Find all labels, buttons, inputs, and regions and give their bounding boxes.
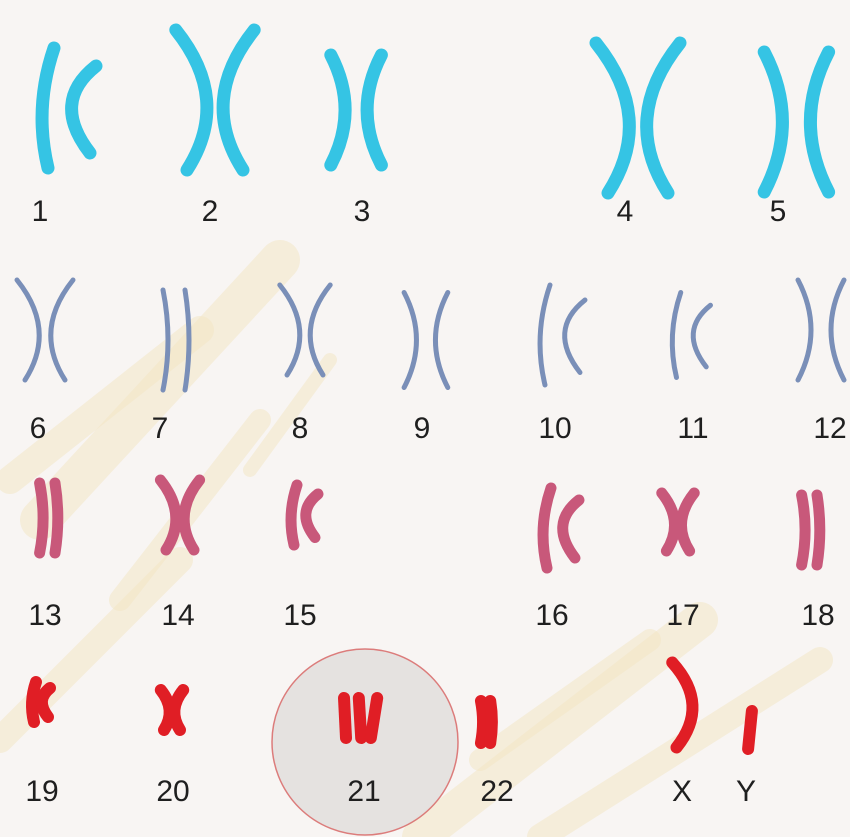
chromosome-label-19: 19 <box>2 774 82 810</box>
chromosome-6 <box>17 280 73 380</box>
chromatid <box>435 293 447 388</box>
chromatid <box>481 701 483 743</box>
chromosome-label-20: 20 <box>133 774 213 810</box>
chromosome-20 <box>161 690 183 730</box>
chromosome-10 <box>540 285 585 385</box>
chromosome-label-17: 17 <box>643 598 723 634</box>
chromatid <box>810 52 828 192</box>
chromosome-label-18: 18 <box>778 598 850 634</box>
chromatid <box>163 290 168 390</box>
chromosome-22 <box>481 701 492 743</box>
chromosome-11 <box>672 293 710 378</box>
chromatid <box>672 663 692 748</box>
chromatid <box>693 305 710 367</box>
chromosome-16 <box>543 488 579 568</box>
chromosome-label-7: 7 <box>120 411 200 447</box>
chromatid <box>371 698 377 738</box>
chromosome-label-2: 2 <box>170 194 250 230</box>
chromatid <box>802 495 806 565</box>
chromosome-label-14: 14 <box>138 598 218 634</box>
chromatid <box>176 30 207 170</box>
chromosome-label-3: 3 <box>322 194 402 230</box>
chromatid <box>51 280 73 380</box>
chromosome-label-5: 5 <box>738 194 818 230</box>
chromosome-label-11: 11 <box>653 411 733 447</box>
chromatid <box>748 711 752 749</box>
chromatid <box>42 48 54 168</box>
chromosome-3 <box>331 55 382 165</box>
chromosome-21 <box>344 698 377 738</box>
chromatid <box>596 43 629 193</box>
chromatid <box>306 494 318 538</box>
chromatid <box>563 500 579 558</box>
chromatid <box>404 293 416 388</box>
chromosome-18 <box>802 495 820 565</box>
chromosome-12 <box>798 280 844 380</box>
chromatid <box>280 285 300 375</box>
chromosome-2 <box>176 30 254 170</box>
chromatid <box>40 483 44 553</box>
chromosome-label-10: 10 <box>515 411 595 447</box>
chromatid <box>540 285 550 385</box>
chromatid <box>359 698 361 738</box>
chromatid <box>490 701 492 743</box>
chromatid <box>647 43 680 193</box>
chromatid <box>565 300 585 373</box>
chromosome-label-21: 21 <box>324 774 404 810</box>
chromosome-X <box>672 663 692 748</box>
chromatid <box>672 293 680 378</box>
chromosome-label-16: 16 <box>512 598 592 634</box>
chromatid <box>72 66 96 153</box>
chromatid <box>344 698 346 738</box>
chromatid <box>291 485 297 545</box>
chromatid <box>55 483 58 553</box>
chromosome-9 <box>404 293 448 388</box>
chromosome-label-1: 1 <box>0 194 80 230</box>
chromatid <box>681 493 694 551</box>
chromosome-15 <box>291 485 318 545</box>
chromatid <box>331 55 345 165</box>
chromatid <box>543 488 551 568</box>
chromatid <box>174 690 183 730</box>
chromosome-label-13: 13 <box>5 598 85 634</box>
chromatid <box>798 280 811 380</box>
chromosome-label-Y: Y <box>706 774 786 810</box>
chromosome-4 <box>596 43 680 193</box>
chromatid <box>817 495 820 565</box>
chromatid <box>32 682 36 722</box>
chromosome-5 <box>764 52 828 192</box>
chromatid <box>764 52 782 192</box>
chromosome-label-12: 12 <box>790 411 850 447</box>
chromosome-label-22: 22 <box>457 774 537 810</box>
chromatid <box>223 30 254 170</box>
chromosome-label-8: 8 <box>260 411 340 447</box>
chromatid <box>17 280 39 380</box>
chromatid <box>662 493 675 551</box>
chromatid <box>367 55 381 165</box>
chromosome-label-15: 15 <box>260 598 340 634</box>
chromosome-label-4: 4 <box>585 194 665 230</box>
chromosome-label-6: 6 <box>0 411 78 447</box>
chromosome-label-9: 9 <box>382 411 462 447</box>
chromosome-1 <box>42 48 96 168</box>
chromatid <box>831 280 844 380</box>
chromosome-Y <box>748 711 752 749</box>
chromosome-17 <box>662 493 694 551</box>
